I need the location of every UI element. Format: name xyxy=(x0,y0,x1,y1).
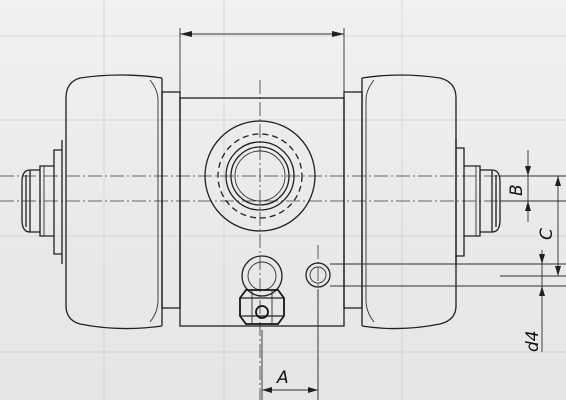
cylinder-body xyxy=(179,97,345,327)
label-a: A xyxy=(276,368,289,388)
top-length-dimension xyxy=(179,28,345,96)
dimension-c xyxy=(330,176,566,287)
inlet-port-boss xyxy=(204,120,316,232)
mounting-hole xyxy=(305,262,331,288)
dimension-b xyxy=(500,150,566,222)
dimension-a xyxy=(261,290,319,400)
right-collar xyxy=(343,91,363,309)
label-b: B xyxy=(507,184,527,196)
left-collar xyxy=(161,91,181,309)
right-port-nipple xyxy=(455,138,501,266)
center-lines xyxy=(0,80,566,400)
right-dust-boot xyxy=(361,74,457,330)
left-port-nipple xyxy=(21,140,63,264)
label-c: C xyxy=(537,228,557,240)
dimension-d4 xyxy=(539,250,545,352)
bleeder-screw xyxy=(239,255,285,325)
left-dust-boot xyxy=(65,74,163,330)
label-d4: d4 xyxy=(523,330,543,352)
